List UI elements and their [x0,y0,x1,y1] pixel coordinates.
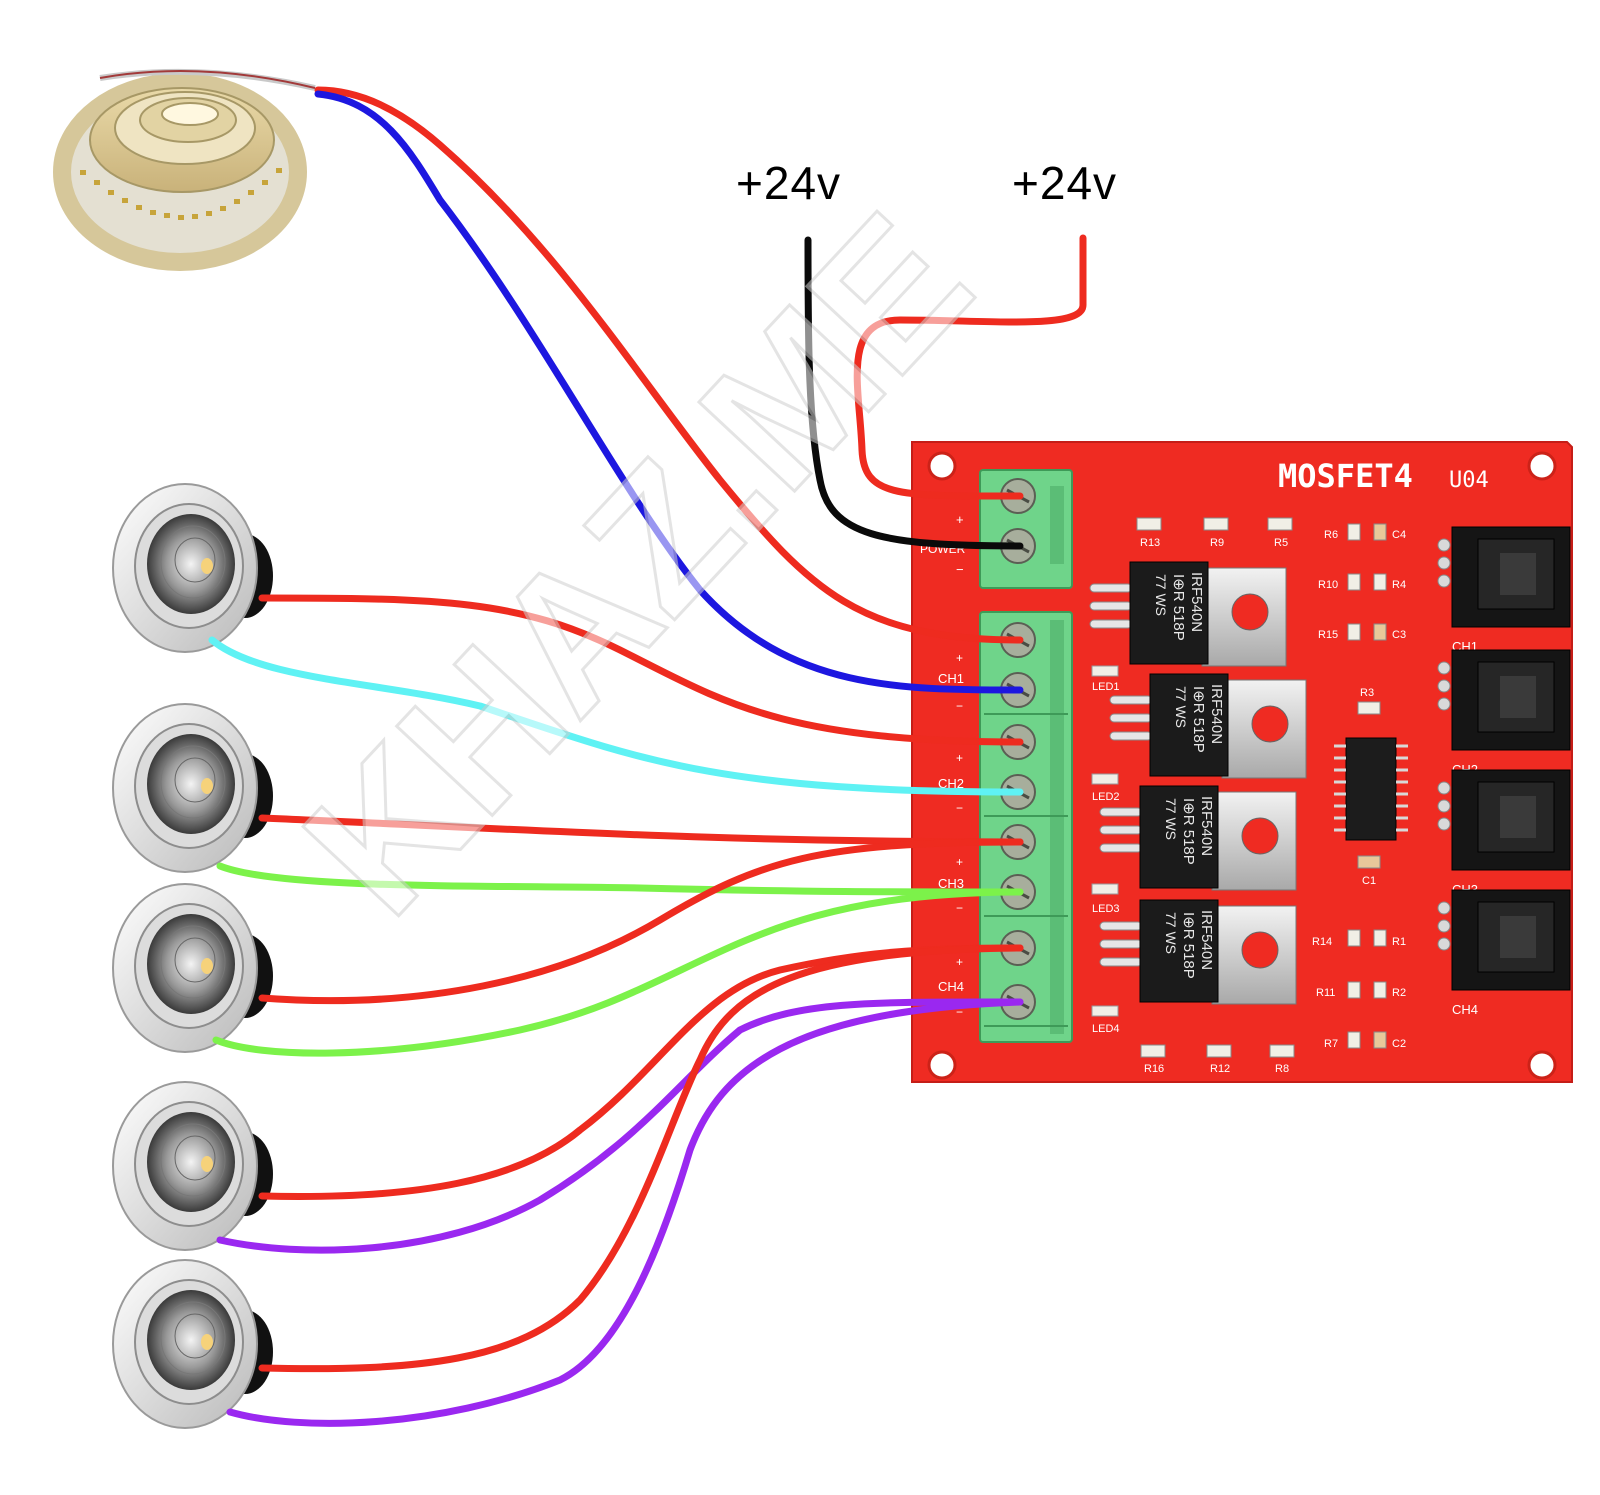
ch4-plus: + [956,955,963,969]
power-minus: − [956,562,964,577]
wire-light5-negative [226,998,1024,1427]
mosfet-logo-line: I⊕R 518P [1190,686,1207,753]
wire-light3-positive [258,838,1024,1005]
wire-light1-negative [208,636,1024,796]
r8-label: R8 [1275,1063,1289,1075]
wire-light2-negative [216,862,1024,896]
wire-light5-positive [258,944,1024,1373]
downlight [112,483,273,653]
r4-label: R4 [1392,579,1406,591]
wires [208,86,1087,1427]
ch2-label: CH2 [938,776,964,791]
wire-light4-negative [216,998,1024,1254]
ch1-minus: − [956,699,963,713]
jst-connector: CH3 [1437,769,1571,897]
mosfet-logo-line: I⊕R 518P [1180,912,1197,979]
mosfet-logo-line: I⊕R 518P [1180,798,1197,865]
ch1-plus: + [956,651,963,665]
led1-label: LED1 [1092,681,1120,693]
r15-label: R15 [1318,629,1338,641]
r9-label: R9 [1210,537,1224,549]
r12-label: R12 [1210,1063,1230,1075]
jst-connector: CH2 [1437,649,1571,777]
power-label-right: +24v [1012,157,1118,209]
mosfet-code-line: 77 WS [1163,912,1179,954]
c3-label: C3 [1392,629,1406,641]
mount-hole-tl [927,451,957,481]
ch3-plus: + [956,855,963,869]
c4-label: C4 [1392,529,1406,541]
downlight [112,1081,273,1251]
ch2-plus: + [956,751,963,765]
downlight [112,1259,273,1429]
side-components: R6 R10 R15 R14 R11 R7 R3 C4 R4 C3 C1 R1 … [1312,523,1406,1050]
r11-label: R11 [1316,987,1335,999]
led-strip-reel [53,68,316,271]
jst-connector: CH4 [1437,889,1571,1017]
downlight [112,703,273,873]
mosfet-logo-line: I⊕R 518P [1170,574,1187,641]
ch1-label: CH1 [938,671,964,686]
ic-chip [1334,737,1408,841]
mosfet-part-number: IRF540N [1198,796,1215,856]
jst-channel-label: CH4 [1452,1002,1478,1017]
r6-label: R6 [1324,529,1338,541]
led4-label: LED4 [1092,1023,1120,1035]
r2-label: R2 [1392,987,1406,999]
led3-label: LED3 [1092,903,1120,915]
r14-label: R14 [1312,936,1332,948]
ch3-minus: − [956,901,963,915]
mosfet-code-line: 77 WS [1163,798,1179,840]
board-title: MOSFET4 [1278,457,1413,495]
wire-light1-positive [258,594,1024,746]
board-model: U04 [1449,468,1489,493]
jst-connector: CH1 [1437,526,1571,654]
r1-label: R1 [1392,936,1406,948]
mosfet-part-number: IRF540N [1188,572,1205,632]
ch3-label: CH3 [938,876,964,891]
ch4-minus: − [956,1005,963,1019]
resistors-top: R13 R9 R5 [1136,517,1293,549]
wire-light2-positive [258,814,1024,846]
r7-label: R7 [1324,1038,1338,1050]
wire-strip-negative [314,90,1024,694]
c1-label: C1 [1362,875,1376,887]
mosfet-code-line: 77 WS [1173,686,1189,728]
r16-label: R16 [1144,1063,1164,1075]
power-plus: + [956,512,964,527]
mosfet-board: MOSFET4 U04 POWER + − CH1 CH2 [911,441,1573,1083]
led2-label: LED2 [1092,791,1120,803]
r3-label: R3 [1360,687,1374,699]
wire-strip-positive [314,86,1024,644]
mosfet-part-number: IRF540N [1208,684,1225,744]
mount-hole-bl [927,1050,957,1080]
c2-label: C2 [1392,1038,1406,1050]
ch4-label: CH4 [938,979,964,994]
mosfet-part-number: IRF540N [1198,910,1215,970]
wire-power-positive [853,234,1087,500]
r13-label: R13 [1140,537,1160,549]
indicator-leds: LED1 LED2 LED3 LED4 [1091,665,1120,1035]
r5-label: R5 [1274,537,1288,549]
ch2-minus: − [956,801,963,815]
mount-hole-tr [1527,451,1557,481]
power-label-left: +24v [736,157,842,209]
power-terminal-block [979,469,1073,589]
resistors-bottom: R16 R12 R8 [1140,1044,1295,1075]
channel-terminal-block [979,611,1073,1043]
wire-light3-negative [212,888,1024,1057]
mosfet-code-line: 77 WS [1153,574,1169,616]
mount-hole-br [1527,1050,1557,1080]
r10-label: R10 [1318,579,1338,591]
wire-power-negative [804,236,1024,550]
downlight [112,883,273,1053]
